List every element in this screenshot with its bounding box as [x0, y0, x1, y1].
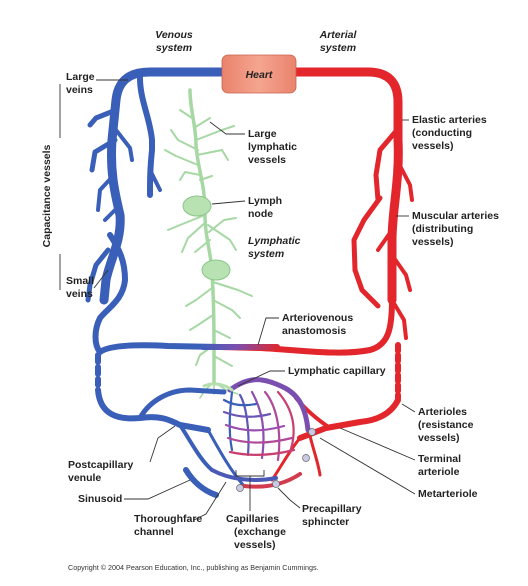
arterial-vessels [217, 67, 414, 482]
heart-label: Heart [246, 69, 273, 81]
postcapillary-venule-line1: Postcapillary [68, 459, 134, 471]
terminal-arteriole-line1: Terminal [418, 453, 461, 465]
arterial-header-line2: system [320, 42, 356, 54]
precapillary-sphincters [236, 428, 316, 492]
label-thoroughfare-channel: Thoroughfare channel [134, 481, 227, 538]
thoroughfare-channel-line2: channel [134, 526, 174, 538]
postcapillary-venule-line2: venule [68, 472, 101, 484]
label-large-veins: Large veins [66, 71, 128, 96]
label-sinusoid: Sinusoid [78, 479, 191, 505]
venous-system-header: Venous system [155, 29, 193, 54]
av-anastomosis-line2: anastomosis [282, 325, 346, 337]
label-muscular-arteries: Muscular arteries (distributing vessels) [396, 210, 499, 248]
label-lymph-node: Lymph node [211, 195, 282, 220]
elastic-arteries-line1: Elastic arteries [412, 114, 487, 126]
small-veins-line1: Small [66, 275, 94, 287]
small-veins-line2: veins [66, 288, 93, 300]
label-lymphatic-capillary: Lymphatic capillary [237, 365, 386, 387]
label-small-veins: Small veins [66, 269, 109, 300]
capacitance-vessels-label: Capacitance vessels [41, 84, 61, 290]
large-veins-line1: Large [66, 71, 95, 83]
label-postcapillary-venule: Postcapillary venule [68, 425, 176, 484]
muscular-arteries-line3: vessels) [412, 236, 453, 248]
precapillary-sphincter-line1: Precapillary [302, 503, 362, 515]
label-metarteriole: Metarteriole [319, 437, 478, 500]
muscular-arteries-line2: (distributing [412, 223, 473, 235]
precapillary-sphincter-line2: sphincter [302, 516, 349, 528]
muscular-arteries-line1: Muscular arteries [412, 210, 499, 222]
label-terminal-arteriole: Terminal arteriole [339, 427, 461, 478]
large-lymphatic-line2: lymphatic [248, 141, 297, 153]
lymph-node-line1: Lymph [248, 195, 282, 207]
capillaries-line2: (exchange [234, 526, 286, 538]
sinusoid-line1: Sinusoid [78, 493, 122, 505]
venous-vessels [85, 67, 246, 488]
capillaries-line3: vessels) [234, 539, 275, 551]
label-precapillary-sphincter: Precapillary sphincter [277, 487, 362, 528]
capacitance-vessels-text: Capacitance vessels [41, 144, 53, 247]
large-lymphatic-line1: Large [248, 128, 277, 140]
label-arterioles: Arterioles (resistance vessels) [401, 403, 474, 444]
lymphatic-vessels [164, 88, 253, 399]
copyright-notice: Copyright © 2004 Pearson Education, Inc.… [68, 563, 319, 572]
lymph-node-lower [201, 259, 231, 281]
arterial-header-line1: Arterial [319, 29, 358, 41]
label-arteriovenous-anastomosis: Arteriovenous anastomosis [257, 312, 353, 346]
large-veins-line2: veins [66, 84, 93, 96]
arterial-system-header: Arterial system [319, 29, 358, 54]
capillary-bed [183, 377, 311, 498]
capillaries-line1: Capillaries [226, 513, 279, 525]
lymphatic-system-line2: system [248, 248, 284, 260]
terminal-arteriole-line2: arteriole [418, 466, 460, 478]
av-anastomosis-line1: Arteriovenous [282, 312, 353, 324]
arterioles-line3: vessels) [418, 432, 459, 444]
arteriovenous-anastomosis-vessel [200, 344, 280, 350]
capillaries-bracket [235, 470, 265, 477]
thoroughfare-channel-line1: Thoroughfare [134, 513, 202, 525]
elastic-arteries-line3: vessels) [412, 140, 453, 152]
lymphatic-capillary-text: Lymphatic capillary [288, 365, 386, 377]
metarteriole-text: Metarteriole [418, 488, 478, 500]
heart: Heart [221, 54, 297, 94]
arterioles-line2: (resistance [418, 419, 474, 431]
lymph-node-upper [182, 195, 212, 217]
large-lymphatic-line3: vessels [248, 154, 286, 166]
lymph-node-line2: node [248, 208, 273, 220]
venous-header-line1: Venous [155, 29, 193, 41]
arterioles-line1: Arterioles [418, 406, 467, 418]
label-capillaries: Capillaries (exchange vessels) [226, 476, 286, 551]
elastic-arteries-line2: (conducting [412, 127, 472, 139]
label-elastic-arteries: Elastic arteries (conducting vessels) [402, 114, 487, 152]
label-lymphatic-system: Lymphatic system [248, 235, 301, 260]
label-large-lymphatic-vessels: Large lymphatic vessels [209, 121, 297, 166]
venous-header-line2: system [156, 42, 192, 54]
lymphatic-system-line1: Lymphatic [248, 235, 301, 247]
